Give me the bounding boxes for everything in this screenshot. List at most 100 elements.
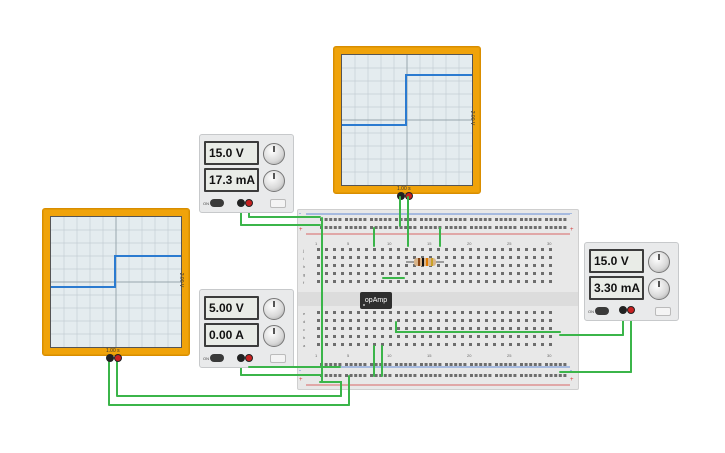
breadboard-hole <box>525 256 528 259</box>
current-knob[interactable] <box>648 278 670 300</box>
resistor[interactable] <box>414 258 436 266</box>
breadboard-hole <box>395 374 398 377</box>
breadboard-hole <box>429 319 432 322</box>
column-number: 5 <box>347 241 350 246</box>
breadboard-hole <box>325 327 328 330</box>
breadboard-hole <box>358 226 362 229</box>
rail-minus-label: - <box>570 211 572 217</box>
breadboard-hole <box>381 248 384 251</box>
breadboard-hole <box>365 256 368 259</box>
breadboard-hole <box>379 226 383 229</box>
scope-left-positive-terminal[interactable] <box>114 354 122 362</box>
resistor-band <box>422 258 424 266</box>
voltage-knob[interactable] <box>263 143 285 165</box>
scope-top-negative-terminal[interactable] <box>397 192 405 200</box>
breadboard-hole <box>483 218 487 221</box>
breadboard-hole <box>461 343 464 346</box>
psu-right-positive-terminal[interactable] <box>627 306 635 314</box>
breadboard-hole <box>445 311 448 314</box>
breadboard-hole <box>357 311 360 314</box>
breadboard-hole <box>549 248 552 251</box>
breadboard-hole <box>341 256 344 259</box>
time-div-label: 1.00 s <box>397 186 411 192</box>
breadboard-hole <box>509 311 512 314</box>
breadboard-hole <box>325 272 328 275</box>
breadboard-hole <box>517 264 520 267</box>
breadboard-hole <box>533 363 537 366</box>
breadboard-hole <box>437 264 440 267</box>
breadboard-hole <box>421 280 424 283</box>
breadboard-hole <box>341 264 344 267</box>
breadboard-hole <box>317 256 320 259</box>
breadboard-hole <box>493 272 496 275</box>
breadboard-hole <box>509 280 512 283</box>
breadboard-hole <box>389 335 392 338</box>
breadboard-hole <box>493 319 496 322</box>
breadboard-hole <box>399 363 403 366</box>
breadboard-hole <box>509 343 512 346</box>
breadboard-hole <box>320 226 323 229</box>
opamp-chip[interactable]: opAmp <box>360 292 392 309</box>
breadboard-hole <box>549 226 553 229</box>
breadboard-hole <box>437 343 440 346</box>
breadboard-hole <box>399 374 403 377</box>
breadboard-hole <box>404 363 408 366</box>
breadboard-hole <box>365 272 368 275</box>
breadboard-hole <box>499 226 503 229</box>
breadboard-hole <box>399 218 403 221</box>
scope-left-negative-terminal[interactable] <box>106 354 114 362</box>
breadboard[interactable]: - + - + - + - + 1 5 10 15 20 25 30 1 5 1… <box>297 209 579 390</box>
time-div-label: 1.00 s <box>106 348 120 354</box>
voltage-knob[interactable] <box>263 298 285 320</box>
oscilloscope-left[interactable]: 1.00 s 2.00 V <box>42 208 190 356</box>
power-switch[interactable] <box>595 307 609 315</box>
oscilloscope-top[interactable]: 1.00 s 2.00 V <box>333 46 481 194</box>
breadboard-hole <box>541 280 544 283</box>
breadboard-hole <box>373 327 376 330</box>
psu-top-left-negative-terminal[interactable] <box>237 199 245 207</box>
voltage-display: 5.00 V <box>204 296 259 320</box>
breadboard-hole <box>405 264 408 267</box>
breadboard-hole <box>485 311 488 314</box>
breadboard-hole <box>485 343 488 346</box>
breadboard-hole <box>533 256 536 259</box>
breadboard-hole <box>363 226 367 229</box>
psu-right-negative-terminal[interactable] <box>619 306 627 314</box>
psu-bottom-left-positive-terminal[interactable] <box>245 354 253 362</box>
breadboard-hole <box>509 256 512 259</box>
breadboard-hole <box>509 327 512 330</box>
psu-top-left-positive-terminal[interactable] <box>245 199 253 207</box>
breadboard-hole <box>493 335 496 338</box>
voltage-knob[interactable] <box>648 251 670 273</box>
power-switch[interactable] <box>210 199 224 207</box>
breadboard-hole <box>345 363 348 366</box>
breadboard-hole <box>469 272 472 275</box>
breadboard-hole <box>437 248 440 251</box>
current-knob[interactable] <box>263 170 285 192</box>
psu-bottom-left-negative-terminal[interactable] <box>237 354 245 362</box>
breadboard-hole <box>341 280 344 283</box>
scope-top-positive-terminal[interactable] <box>405 192 413 200</box>
breadboard-hole <box>413 248 416 251</box>
breadboard-hole <box>333 343 336 346</box>
column-number: 15 <box>427 241 432 246</box>
breadboard-hole <box>563 218 567 221</box>
power-switch[interactable] <box>210 354 224 362</box>
breadboard-hole <box>538 218 542 221</box>
breadboard-hole <box>429 256 432 259</box>
breadboard-hole <box>499 374 503 377</box>
breadboard-hole <box>479 374 483 377</box>
breadboard-hole <box>517 311 520 314</box>
breadboard-hole <box>413 280 416 283</box>
breadboard-hole <box>424 374 428 377</box>
breadboard-hole <box>437 280 440 283</box>
breadboard-hole <box>389 280 392 283</box>
breadboard-hole <box>329 226 333 229</box>
breadboard-hole <box>421 248 424 251</box>
current-knob[interactable] <box>263 325 285 347</box>
breadboard-hole <box>420 374 423 377</box>
breadboard-hole <box>338 374 342 377</box>
breadboard-hole <box>333 280 336 283</box>
breadboard-hole <box>389 327 392 330</box>
breadboard-hole <box>493 256 496 259</box>
